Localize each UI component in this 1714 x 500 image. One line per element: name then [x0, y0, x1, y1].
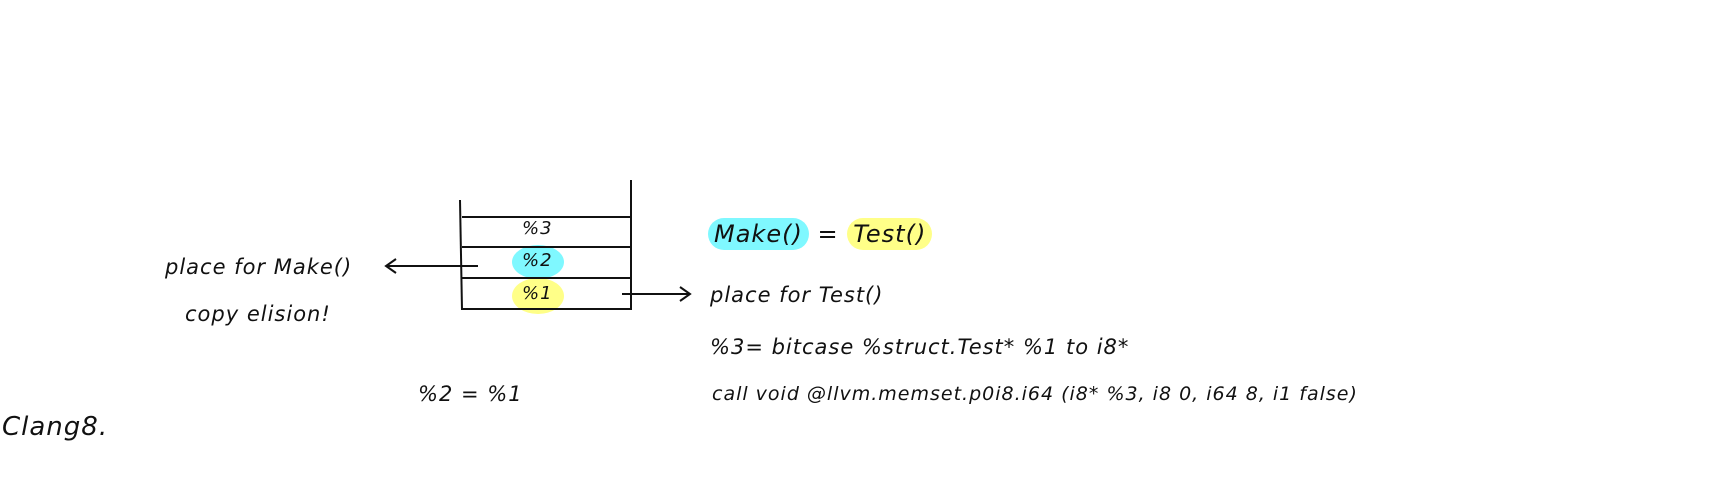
stack-left-wall	[459, 199, 463, 311]
bitcast-line: %3= bitcase %struct.Test* %1 to i8*	[710, 335, 1130, 359]
test-call: Test()	[847, 218, 933, 250]
memset-line: call void @llvm.memset.p0i8.i64 (i8* %3,…	[712, 383, 1358, 405]
note-copy-elision: copy elision!	[185, 302, 331, 326]
stack-slot-2: %2	[522, 250, 553, 271]
highlight-yellow	[512, 278, 564, 314]
stack-slot-1: %1	[522, 283, 553, 304]
make-call: Make()	[708, 218, 809, 250]
clang-label: Clang8.	[2, 412, 109, 442]
highlight-cyan	[512, 245, 564, 279]
equation-below: %2 = %1	[418, 382, 523, 406]
note-place-for-make: place for Make()	[165, 255, 353, 279]
make-test-equation: Make() = Test()	[708, 218, 933, 250]
stack-slot-3: %3	[522, 218, 553, 239]
note-place-for-test: place for Test()	[710, 283, 884, 307]
equals-sign: =	[817, 220, 839, 248]
